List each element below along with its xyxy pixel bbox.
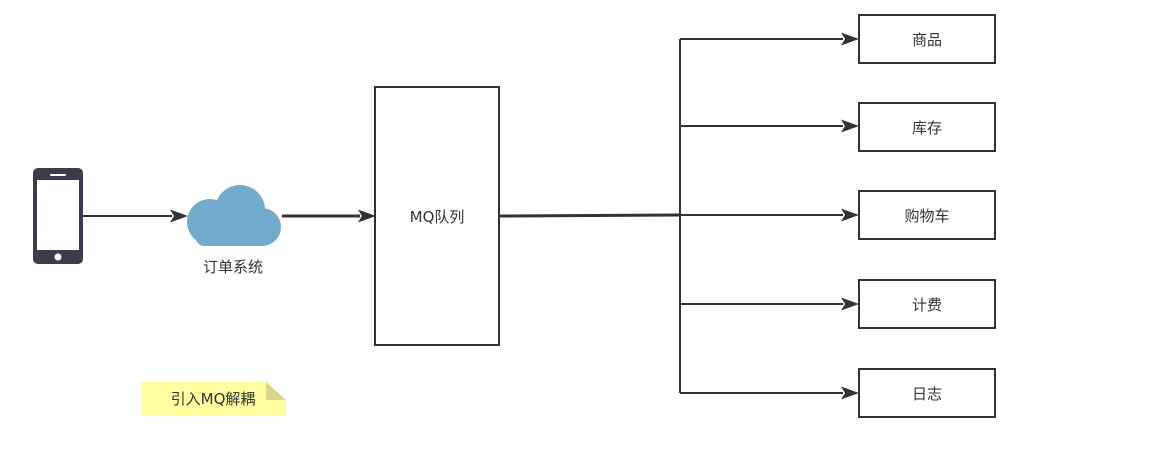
arrow-to-target-2 xyxy=(680,119,859,133)
arrow-to-target-3 xyxy=(680,208,859,222)
target-node-log: 日志 xyxy=(858,368,996,418)
mq-queue-label: MQ队列 xyxy=(410,208,465,226)
arrow-order-system-to-mq xyxy=(282,209,376,223)
target-label: 日志 xyxy=(912,385,942,403)
target-node-cart: 购物车 xyxy=(858,190,996,240)
target-label: 计费 xyxy=(912,296,942,314)
arrow-to-target-1 xyxy=(680,32,859,46)
connector-mq-to-trunk xyxy=(498,39,681,393)
target-node-inventory: 库存 xyxy=(858,102,996,152)
target-label: 库存 xyxy=(912,119,942,137)
target-label: 商品 xyxy=(912,31,942,49)
order-system-label: 订单系统 xyxy=(203,258,263,276)
cloud-icon xyxy=(187,185,281,246)
note-text: 引入MQ解耦 xyxy=(171,390,256,408)
mobile-phone-icon xyxy=(33,168,83,264)
sticky-note: 引入MQ解耦 xyxy=(141,382,286,416)
arrow-to-target-4 xyxy=(680,297,859,311)
mq-queue-node: MQ队列 xyxy=(374,86,500,346)
target-node-products: 商品 xyxy=(858,14,996,64)
arrow-to-target-5 xyxy=(680,386,859,400)
target-node-billing: 计费 xyxy=(858,279,996,329)
target-label: 购物车 xyxy=(904,207,949,225)
arrow-phone-to-order-system xyxy=(83,209,188,223)
note-fold-corner xyxy=(266,382,286,400)
